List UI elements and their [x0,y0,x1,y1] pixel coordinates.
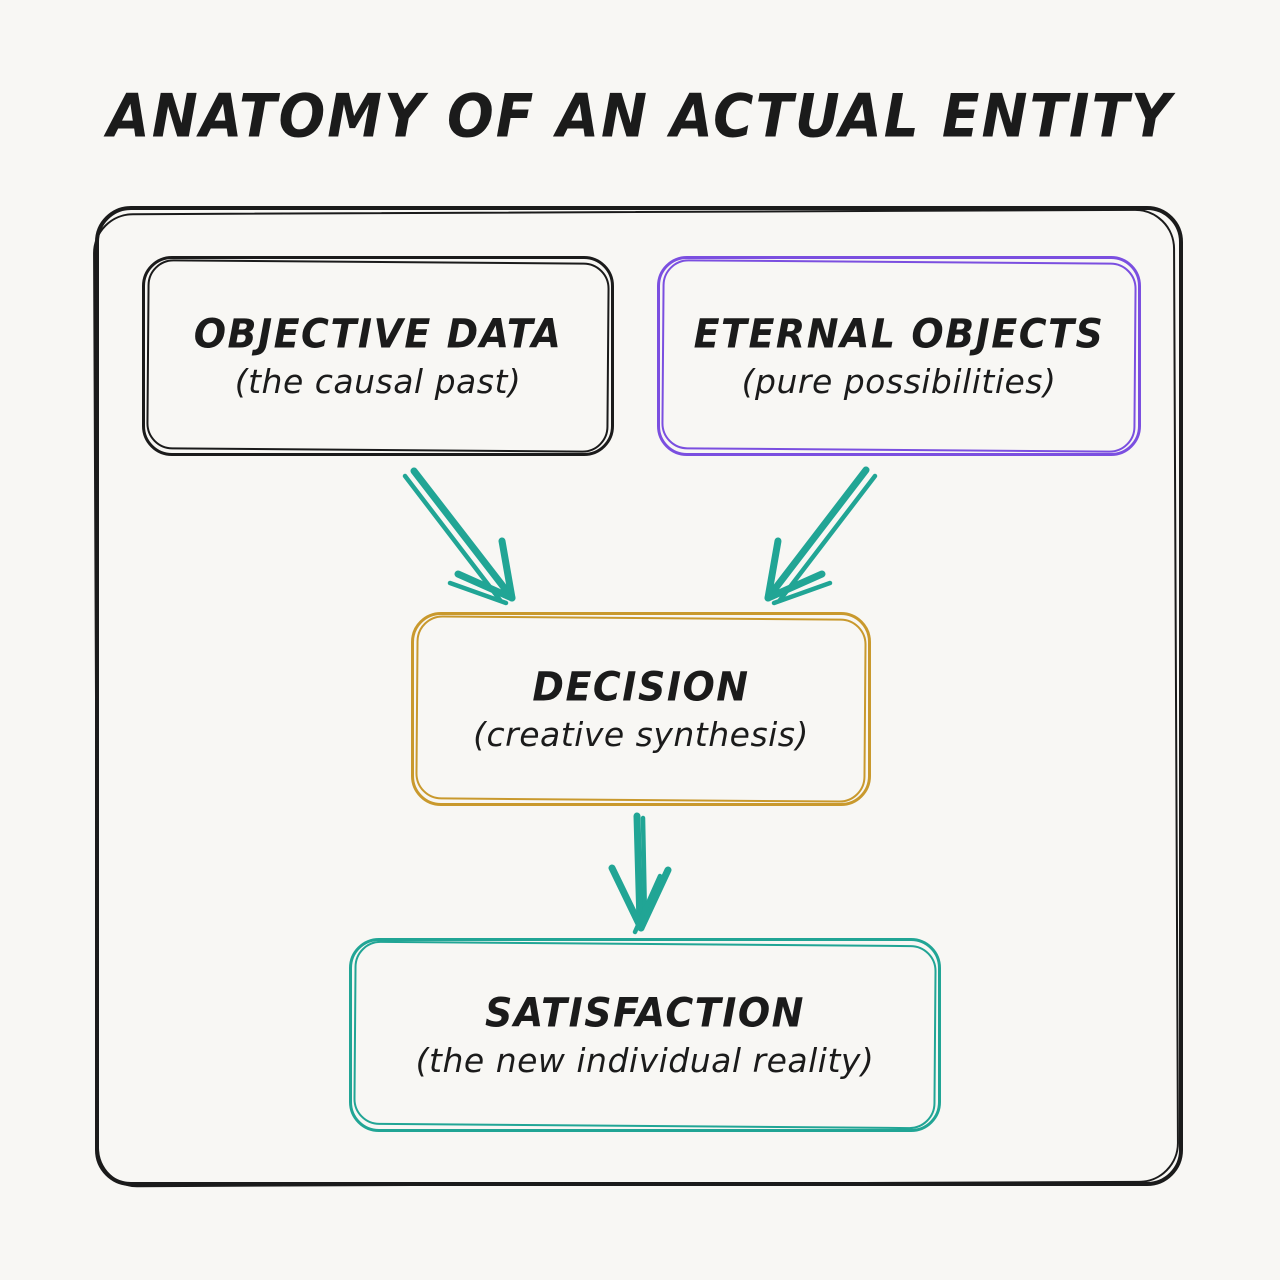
node-label: DECISION [532,663,750,710]
outer-frame [95,206,1183,1186]
node-eternal-objects: ETERNAL OBJECTS (pure possibilities) [657,256,1141,456]
node-satisfaction: SATISFACTION (the new individual reality… [349,938,941,1132]
diagram-title: ANATOMY OF AN ACTUAL ENTITY [107,81,1173,151]
node-label: SATISFACTION [485,989,805,1036]
node-label: ETERNAL OBJECTS [693,310,1105,357]
node-label: OBJECTIVE DATA [193,310,563,357]
node-objective-data: OBJECTIVE DATA (the causal past) [142,256,614,456]
node-sublabel: (the new individual reality) [415,1040,875,1080]
node-decision: DECISION (creative synthesis) [411,612,871,806]
node-sublabel: (creative synthesis) [473,714,809,754]
node-sublabel: (the causal past) [234,361,522,401]
node-sublabel: (pure possibilities) [741,361,1057,401]
